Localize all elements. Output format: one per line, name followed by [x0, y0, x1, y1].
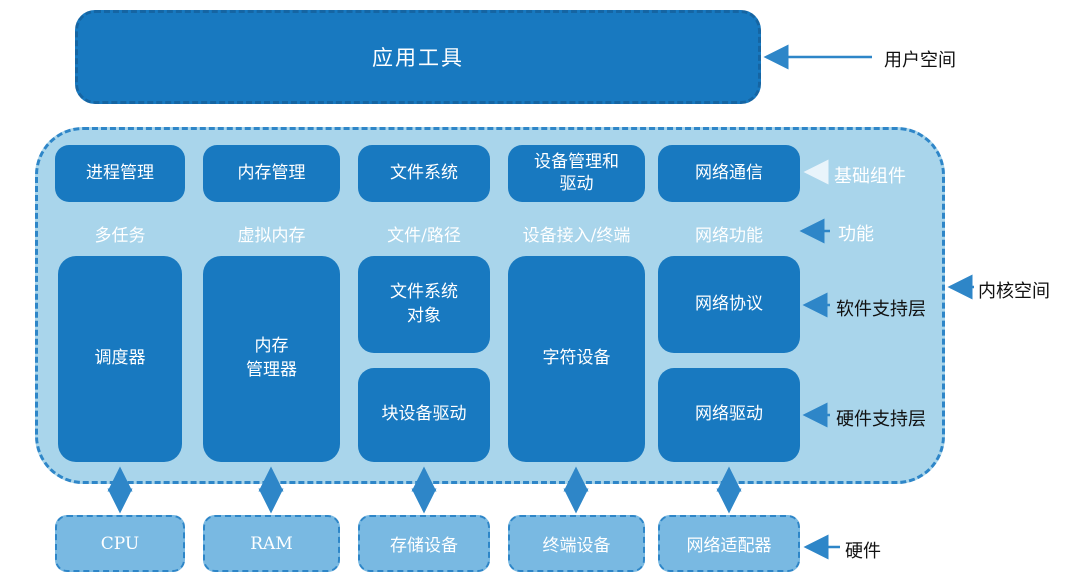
- scheduler-box: 调度器: [58, 256, 182, 462]
- hardware-network-adapter-box: 网络适配器: [658, 515, 800, 572]
- character-device-box: 字符设备: [508, 256, 645, 462]
- hardware-cpu-box: CPU: [55, 515, 185, 572]
- network-communication-box: 网络通信: [658, 145, 800, 202]
- network-protocol-box: 网络协议: [658, 256, 800, 353]
- function-network-label: 网络功能: [695, 226, 763, 246]
- hardware-terminal-box: 终端设备: [508, 515, 645, 572]
- device-management-box: 设备管理和 驱动: [508, 145, 645, 202]
- function-multitask-label: 多任务: [94, 226, 146, 246]
- user-space-label: 用户空间: [884, 50, 956, 71]
- block-device-driver-box: 块设备驱动: [358, 368, 490, 462]
- network-driver-box: 网络驱动: [658, 368, 800, 462]
- hardware-ram-box: RAM: [203, 515, 340, 572]
- kernel-space-label: 内核空间: [978, 281, 1050, 302]
- file-system-box: 文件系统: [358, 145, 490, 202]
- fs-objects-box: 文件系统 对象: [358, 256, 490, 353]
- functions-label: 功能: [838, 224, 874, 245]
- hardware-support-layer-label: 硬件支持层: [836, 409, 926, 430]
- hardware-storage-box: 存储设备: [358, 515, 490, 572]
- software-support-layer-label: 软件支持层: [836, 299, 926, 320]
- memory-management-box: 内存管理: [203, 145, 340, 202]
- process-management-box: 进程管理: [55, 145, 185, 202]
- hardware-label: 硬件: [845, 541, 881, 562]
- app-tools-label: 应用工具: [372, 46, 464, 70]
- app-tools-box: 应用工具: [75, 10, 761, 104]
- base-components-label: 基础组件: [834, 166, 906, 187]
- function-device-terminal-label: 设备接入/终端: [522, 226, 631, 246]
- memory-manager-box: 内存 管理器: [203, 256, 340, 462]
- function-file-path-label: 文件/路径: [387, 226, 461, 246]
- function-virtual-memory-label: 虚拟内存: [237, 226, 306, 246]
